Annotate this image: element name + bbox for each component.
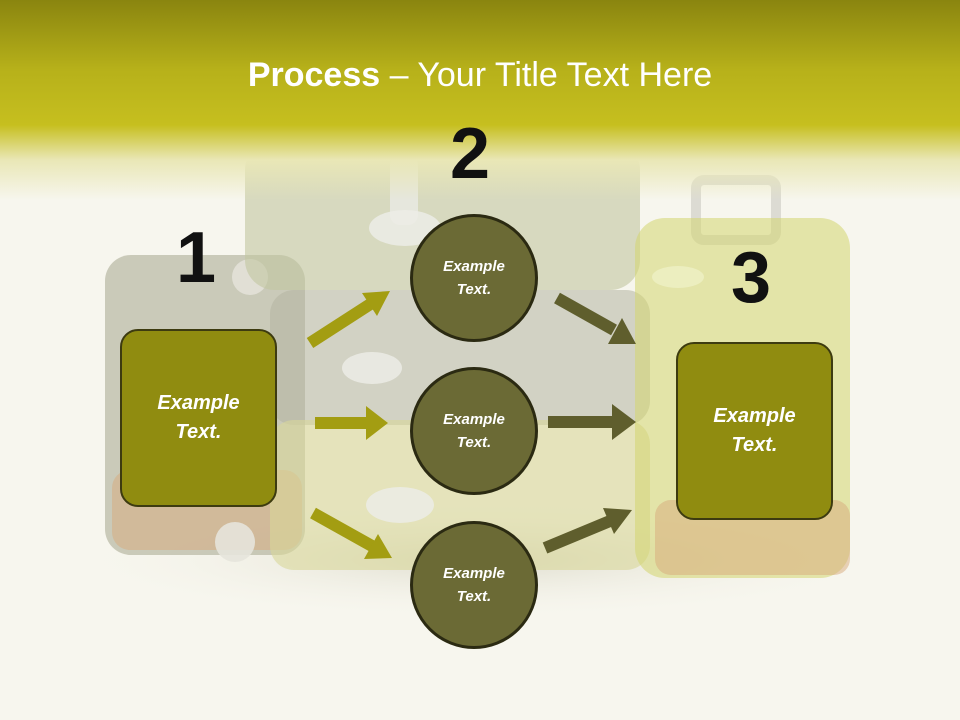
header-band xyxy=(0,0,960,200)
circle-top-line2: Text. xyxy=(456,281,492,298)
step-2-circle-bottom[interactable]: Example Text. xyxy=(410,521,538,649)
step-number-1: 1 xyxy=(176,218,217,298)
circle-middle-line2: Text. xyxy=(456,434,492,451)
arrow-from-middle-circle xyxy=(548,404,636,440)
circle-bottom-line1: Example xyxy=(443,565,505,582)
step-2-circle-middle[interactable]: Example Text. xyxy=(410,367,538,495)
arrow-to-middle-circle xyxy=(315,406,388,440)
arrow-from-top-circle xyxy=(554,292,636,344)
circle-top-line1: Example xyxy=(443,258,505,275)
title-rest: – Your Title Text Here xyxy=(380,56,713,94)
step-number-2: 2 xyxy=(450,114,491,194)
arrow-from-bottom-circle xyxy=(542,508,632,554)
step-3-text-line2: Text. xyxy=(731,434,778,456)
step-number-3: 3 xyxy=(731,238,772,318)
step-1-box[interactable]: Example Text. xyxy=(120,329,277,507)
step-2-circle-top[interactable]: Example Text. xyxy=(410,214,538,342)
step-3-box[interactable]: Example Text. xyxy=(676,342,833,520)
step-3-text-line1: Example xyxy=(713,405,796,427)
circle-middle-line1: Example xyxy=(443,411,505,428)
arrow-to-top-circle xyxy=(306,291,390,349)
circle-bottom-line2: Text. xyxy=(456,588,492,605)
step-1-text-line2: Text. xyxy=(175,421,222,443)
slide-title: Process – Your Title Text Here xyxy=(0,52,960,98)
step-1-text-line1: Example xyxy=(157,392,240,414)
arrow-to-bottom-circle xyxy=(310,507,392,559)
title-bold: Process xyxy=(247,56,381,94)
